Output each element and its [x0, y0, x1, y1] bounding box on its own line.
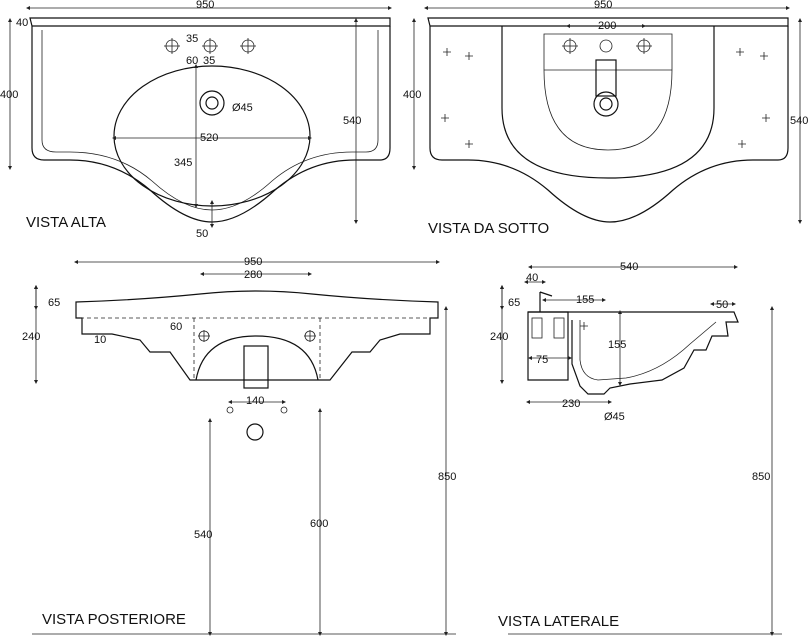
dim-top-drain: Ø45 [232, 102, 253, 114]
view-side: 540 40 65 240 155 155 50 75 230 Ø45 850 … [490, 261, 782, 636]
tap-hole-left-icon [562, 38, 578, 54]
dim-side-front-lip: 50 [716, 299, 728, 311]
dim-side-depth: 540 [620, 261, 638, 273]
dim-rear-waste-spacing: 140 [246, 395, 264, 407]
view-title-rear: VISTA POSTERIORE [42, 611, 186, 628]
view-title-side: VISTA LATERALE [498, 613, 619, 630]
tap-hole-right-icon [240, 38, 256, 54]
dim-side-bowl-height: 155 [608, 339, 626, 351]
dim-side-drain-distance: 230 [562, 398, 580, 410]
tap-hole-left-icon [164, 38, 180, 54]
dim-bottom-width: 950 [594, 0, 612, 11]
dim-rear-height: 240 [22, 331, 40, 343]
dim-rear-bracket-spacing: 280 [244, 269, 262, 281]
view-bottom: 950 400 540 200 VISTA DA S [403, 0, 808, 237]
dim-side-waste-offset: 75 [536, 354, 548, 366]
dim-side-drain: Ø45 [604, 411, 625, 423]
view-top: 950 40 400 540 Ø45 35 6 [0, 0, 392, 240]
bracket-hole-icon [198, 330, 316, 342]
dim-top-bowl-depth: 345 [174, 157, 192, 169]
waste-outlet-icon [246, 423, 264, 441]
dim-top-total-depth: 540 [343, 115, 361, 127]
dim-top-tap-spacing: 35 [186, 33, 198, 45]
view-rear: 950 280 65 240 60 10 140 540 600 [22, 256, 456, 636]
dim-side-tap-position: 155 [576, 294, 594, 306]
dim-rear-width: 950 [244, 256, 262, 268]
dim-top-hole-offset: 35 [203, 55, 215, 67]
dim-rear-wall-gap: 60 [170, 321, 182, 333]
dim-top-width: 950 [196, 0, 214, 11]
dim-bottom-depth: 400 [403, 89, 421, 101]
view-title-top: VISTA ALTA [26, 214, 106, 231]
dim-top-depth: 400 [0, 89, 18, 101]
dim-rear-bracket-height: 600 [310, 518, 328, 530]
dim-rear-edge: 10 [94, 334, 106, 346]
dim-rear-rim-height: 65 [48, 297, 60, 309]
tap-hole-center-icon [599, 39, 613, 53]
dim-bottom-fixing-spacing: 200 [598, 20, 616, 32]
dim-bottom-total-depth: 540 [790, 115, 808, 127]
dim-side-rim-height: 65 [508, 297, 520, 309]
tap-hole-right-icon [636, 38, 652, 54]
dim-side-back: 40 [526, 272, 538, 284]
tap-hole-center-icon [202, 38, 218, 54]
dim-top-front-edge: 50 [196, 228, 208, 240]
dim-side-floor-to-rim: 850 [752, 471, 770, 483]
dim-top-tap-offset: 60 [186, 55, 198, 67]
view-title-bottom: VISTA DA SOTTO [428, 220, 549, 237]
fixing-point-icon [441, 48, 770, 148]
dim-rear-waste-height: 540 [194, 529, 212, 541]
dim-rear-floor-to-rim: 850 [438, 471, 456, 483]
dim-top-bowl-width: 520 [200, 132, 218, 144]
dim-side-height: 240 [490, 331, 508, 343]
dim-top-rim: 40 [16, 17, 28, 29]
